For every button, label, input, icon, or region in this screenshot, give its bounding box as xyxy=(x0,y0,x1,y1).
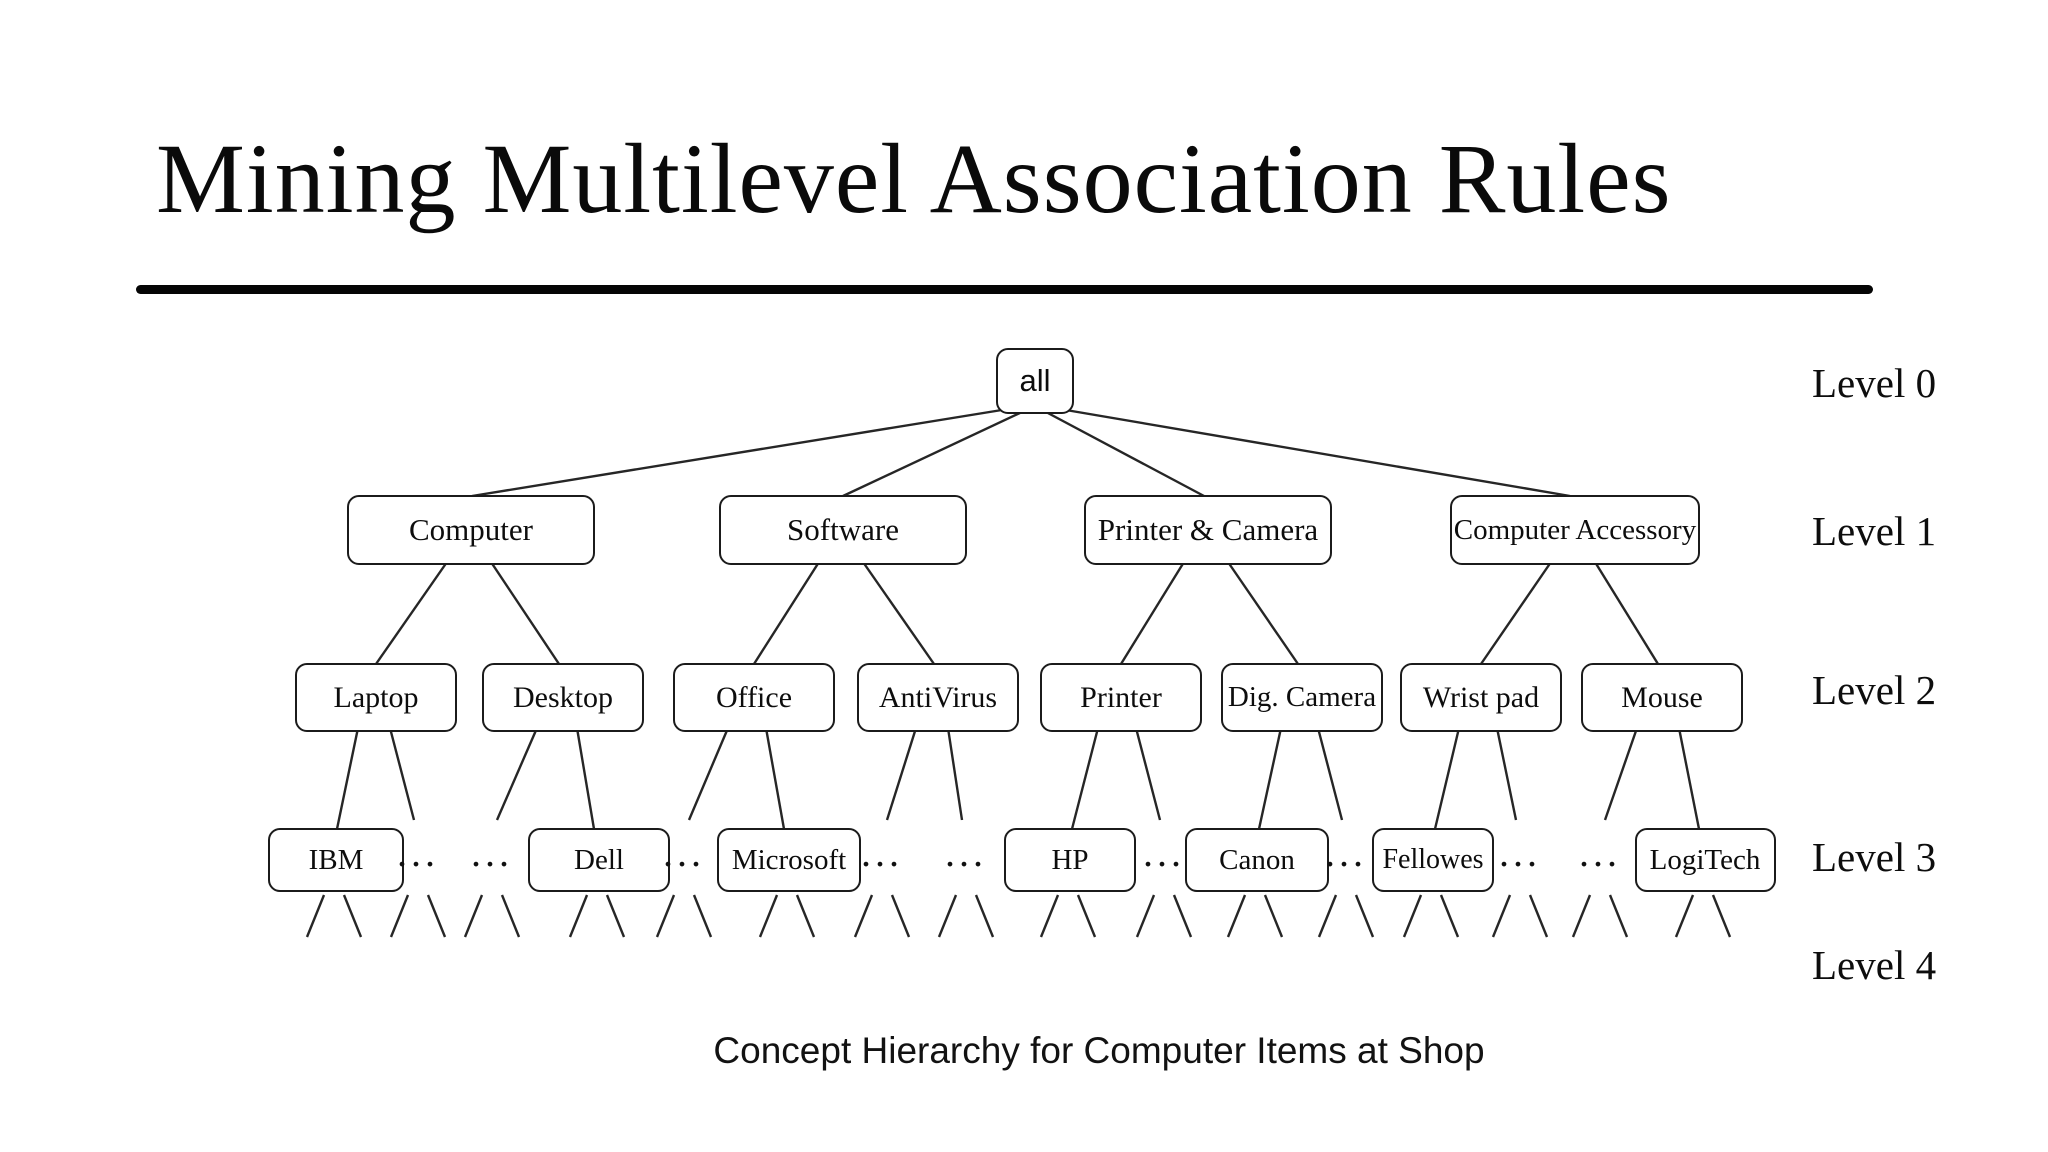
tree-edge xyxy=(375,561,448,665)
level-label-1: Level 1 xyxy=(1812,508,1937,554)
level4-branch xyxy=(1528,894,1549,938)
ellipsis-item: ... xyxy=(1143,830,1185,875)
tree-edge xyxy=(946,727,964,821)
level4-branch xyxy=(305,894,326,938)
tree-edge xyxy=(335,727,360,830)
level4-branch xyxy=(1711,894,1732,938)
level4-branch xyxy=(389,894,410,938)
tree-node-canon: Canon xyxy=(1185,828,1329,892)
level-label-0: Level 0 xyxy=(1812,360,1937,406)
tree-edge xyxy=(1134,727,1162,821)
level4-branch xyxy=(1491,894,1512,938)
level4-branch xyxy=(1039,894,1060,938)
tree-node-software: Software xyxy=(719,495,967,565)
tree-node-laptop: Laptop xyxy=(295,663,457,732)
level4-branch xyxy=(1674,894,1695,938)
level4-branch xyxy=(605,894,626,938)
level-label-4: Level 4 xyxy=(1812,942,1937,988)
level4-branch xyxy=(426,894,447,938)
level4-branch xyxy=(795,894,816,938)
level4-branch xyxy=(1172,894,1193,938)
level4-branch xyxy=(1571,894,1592,938)
ellipsis-item: ... xyxy=(397,830,439,875)
level4-branch xyxy=(1354,894,1375,938)
level4-branch xyxy=(890,894,911,938)
level4-branch xyxy=(1076,894,1097,938)
tree-edge xyxy=(1495,727,1518,821)
level4-branch xyxy=(568,894,589,938)
tree-edge xyxy=(1480,561,1552,665)
tree-node-mouse: Mouse xyxy=(1581,663,1743,732)
level4-branch xyxy=(1263,894,1284,938)
level-label-3: Level 3 xyxy=(1812,834,1937,880)
level4-branch xyxy=(937,894,958,938)
tree-node-dig-camera: Dig. Camera xyxy=(1221,663,1383,732)
tree-node-computer-accessory: Computer Accessory xyxy=(1450,495,1700,565)
tree-node-ibm: IBM xyxy=(268,828,404,892)
tree-edge xyxy=(388,727,416,821)
tree-node-office: Office xyxy=(673,663,835,732)
tree-edge xyxy=(764,727,786,830)
tree-edge xyxy=(1119,561,1186,665)
tree-edge xyxy=(1045,410,1205,498)
ellipsis-item: ... xyxy=(1325,830,1367,875)
tree-node-wrist-pad: Wrist pad xyxy=(1400,663,1562,732)
tree-edge xyxy=(1316,727,1344,821)
tree-node-all: all xyxy=(996,348,1074,414)
tree-node-antivirus: AntiVirus xyxy=(857,663,1019,732)
ellipsis-item: ... xyxy=(663,830,705,875)
tree-node-fellowes: Fellowes xyxy=(1372,828,1494,892)
level4-branch xyxy=(1608,894,1629,938)
tree-edge xyxy=(495,727,539,821)
tree-edge xyxy=(752,561,821,665)
tree-edge xyxy=(1433,727,1461,830)
ellipsis-item: ... xyxy=(945,830,987,875)
tree-edge xyxy=(1593,561,1660,665)
tree-node-hp: HP xyxy=(1004,828,1136,892)
level-label-2: Level 2 xyxy=(1812,667,1937,713)
tree-edge xyxy=(490,561,560,665)
ellipsis-item: ... xyxy=(1499,830,1541,875)
level4-branch xyxy=(342,894,363,938)
tree-node-computer: Computer xyxy=(347,495,595,565)
page-title: Mining Multilevel Association Rules xyxy=(156,123,1672,234)
tree-node-printer: Printer xyxy=(1040,663,1202,732)
tree-node-logitech: LogiTech xyxy=(1634,828,1776,892)
level4-branch xyxy=(853,894,874,938)
title-divider xyxy=(136,285,1873,294)
level4-branch xyxy=(1439,894,1460,938)
level4-branch xyxy=(1226,894,1247,938)
tree-edge xyxy=(1059,407,1571,498)
level4-branch xyxy=(655,894,676,938)
level4-branch xyxy=(1317,894,1338,938)
tree-node-dell: Dell xyxy=(528,828,670,892)
tree-edge xyxy=(1603,727,1639,821)
tree-edge xyxy=(862,561,935,665)
diagram-caption: Concept Hierarchy for Computer Items at … xyxy=(713,1030,1485,1071)
level4-branch xyxy=(1135,894,1156,938)
tree-node-printer-camera: Printer & Camera xyxy=(1084,495,1332,565)
tree-node-desktop: Desktop xyxy=(482,663,644,732)
level4-branch xyxy=(1402,894,1423,938)
ellipsis-item: ... xyxy=(1579,830,1621,875)
level4-branch xyxy=(692,894,713,938)
level4-branch xyxy=(974,894,995,938)
tree-edge xyxy=(471,407,1009,498)
ellipsis-item: ... xyxy=(861,830,903,875)
tree-node-microsoft: Microsoft xyxy=(717,828,861,892)
ellipsis-item: ... xyxy=(471,830,513,875)
tree-edge xyxy=(842,410,1023,498)
tree-edge xyxy=(1070,727,1100,830)
tree-edge xyxy=(1257,727,1283,830)
level4-branch xyxy=(758,894,779,938)
level4-branch xyxy=(463,894,484,938)
tree-edge xyxy=(885,727,918,821)
tree-edge xyxy=(575,727,596,830)
tree-edge xyxy=(1227,561,1299,665)
tree-edge xyxy=(1677,727,1701,830)
level4-branch xyxy=(500,894,521,938)
tree-edge xyxy=(687,727,730,821)
